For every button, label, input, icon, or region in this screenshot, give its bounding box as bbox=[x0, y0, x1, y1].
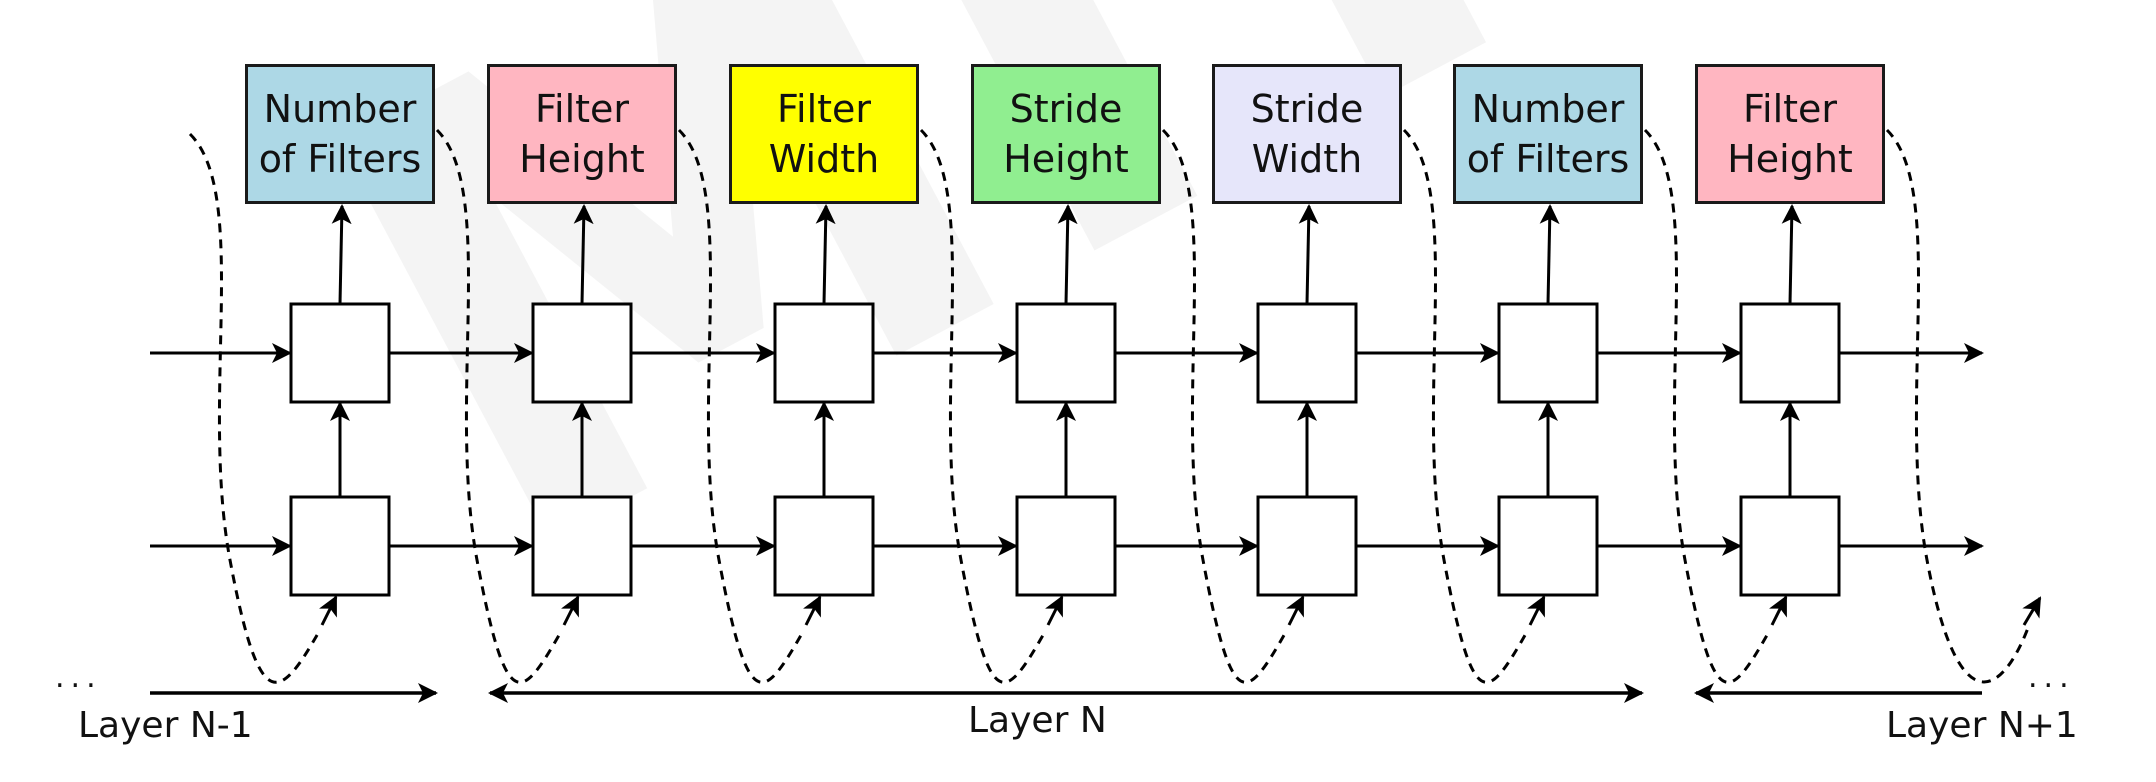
output-box-line2: Height bbox=[1727, 137, 1853, 181]
ellipsis-left: ... bbox=[55, 660, 102, 695]
output-box-line2: Width bbox=[1251, 137, 1363, 181]
rnn-cell-lower bbox=[773, 495, 875, 597]
dashed-feedback-curve bbox=[1885, 128, 2030, 684]
arrow-up-to-output bbox=[1781, 204, 1802, 305]
arrow-input-diagonal bbox=[803, 595, 822, 626]
arrow-input-diagonal bbox=[561, 595, 580, 626]
output-box-line1: Stride bbox=[1250, 87, 1364, 131]
dashed-feedback-curve bbox=[1643, 128, 1772, 684]
arrow-input-diagonal bbox=[1045, 595, 1064, 626]
output-box-line2: Height bbox=[1003, 137, 1129, 181]
arrow-up-to-output bbox=[815, 204, 836, 305]
arrow-input-diagonal bbox=[2022, 596, 2042, 626]
arrow-up-to-output bbox=[331, 204, 352, 305]
dashed-feedback-curve bbox=[435, 128, 564, 684]
output-box-line2: of Filters bbox=[1466, 137, 1630, 181]
arrow-up-to-output bbox=[1057, 204, 1078, 305]
output-box-line2: of Filters bbox=[258, 137, 422, 181]
rnn-cell-upper bbox=[1256, 302, 1358, 404]
rnn-cell-lower bbox=[1015, 495, 1117, 597]
rnn-cell-upper bbox=[1497, 302, 1599, 404]
output-box-line1: Filter bbox=[776, 87, 872, 131]
rnn-cell-lower bbox=[1739, 495, 1841, 597]
arrow-input-diagonal bbox=[1527, 595, 1546, 626]
rnn-cell-lower bbox=[531, 495, 633, 597]
output-box-line1: Filter bbox=[1742, 87, 1838, 131]
arrow-input-diagonal bbox=[1769, 595, 1788, 626]
dashed-feedback-curve bbox=[677, 128, 806, 684]
rnn-cell-lower bbox=[289, 495, 391, 597]
rnn-cell-upper bbox=[773, 302, 875, 404]
layer-label-prev: Layer N-1 bbox=[78, 705, 253, 746]
dashed-feedback-curve bbox=[188, 132, 322, 684]
rnn-cell-lower bbox=[1256, 495, 1358, 597]
arrow-input-diagonal bbox=[1286, 595, 1305, 626]
dashed-feedback-curve bbox=[919, 128, 1048, 684]
arrow-up-to-output bbox=[573, 204, 594, 305]
arrow-up-to-output bbox=[1539, 204, 1560, 305]
layer-label-next: Layer N+1 bbox=[1886, 705, 2078, 746]
output-box-line2: Width bbox=[768, 137, 880, 181]
output-box-line1: Filter bbox=[534, 87, 630, 131]
arrow-up-to-output bbox=[1298, 204, 1319, 305]
dashed-feedback-curve bbox=[1161, 128, 1289, 684]
layer-label-current: Layer N bbox=[968, 700, 1107, 741]
rnn-cell-lower bbox=[1497, 495, 1599, 597]
output-box-line2: Height bbox=[519, 137, 645, 181]
ellipsis-right: ... bbox=[2028, 660, 2075, 695]
output-box-6: Number of Filters bbox=[1453, 64, 1643, 204]
rnn-cell-upper bbox=[1015, 302, 1117, 404]
rnn-cell-upper bbox=[289, 302, 391, 404]
output-box-line1: Stride bbox=[1009, 87, 1123, 131]
rnn-cell-upper bbox=[531, 302, 633, 404]
output-box-line1: Number bbox=[263, 87, 417, 131]
rnn-cell-upper bbox=[1739, 302, 1841, 404]
arrow-input-diagonal bbox=[319, 595, 338, 626]
output-box-line1: Number bbox=[1471, 87, 1625, 131]
output-box-1: Number of Filters bbox=[245, 64, 435, 204]
dashed-feedback-curve bbox=[1402, 128, 1530, 684]
